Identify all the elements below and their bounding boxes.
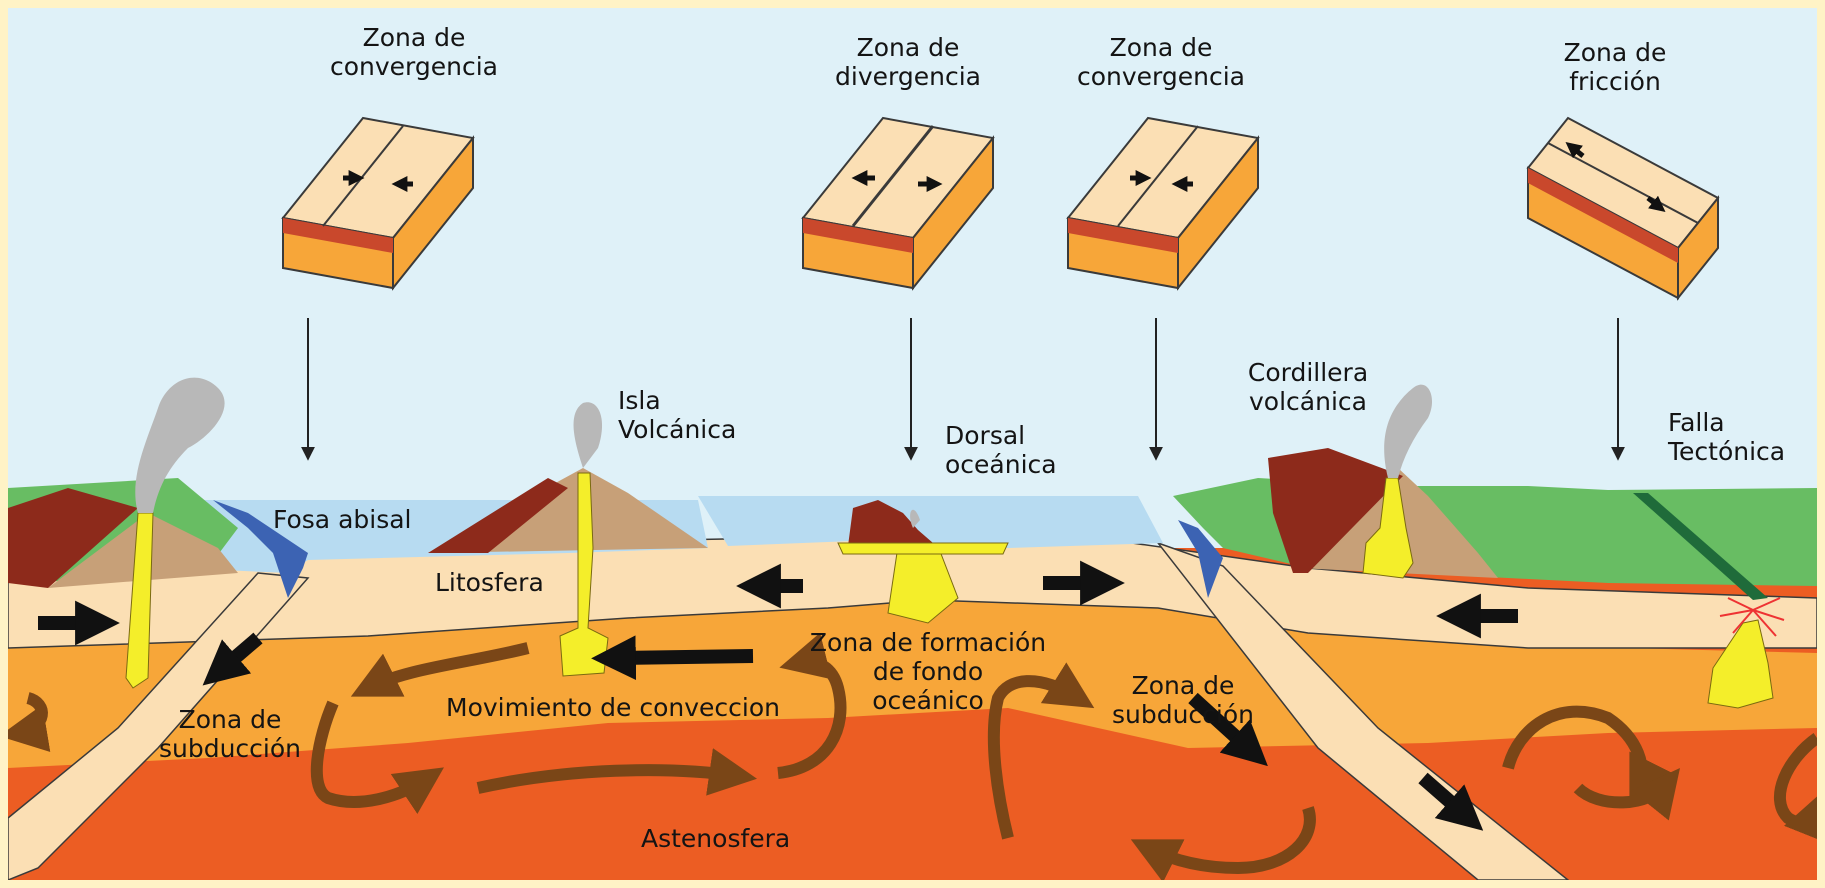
ridge-magma-sheet — [838, 543, 1008, 554]
block-title-1: Zona de convergencia — [330, 23, 498, 81]
label-falla-tectonica: Falla Tectónica — [1668, 408, 1785, 466]
ocean-center — [698, 496, 1163, 548]
label-cordillera-volcanica: Cordillera volcánica — [1248, 358, 1368, 416]
block-title-4: Zona de fricción — [1564, 38, 1667, 96]
label-movimiento-conveccion: Movimiento de conveccion — [446, 693, 780, 722]
label-dorsal-oceanica: Dorsal oceánica — [945, 421, 1057, 479]
label-subduccion-right: Zona de subducción — [1112, 671, 1254, 729]
label-formacion-fondo-oceanico: Zona de formación de fondo oceánico — [810, 628, 1046, 715]
block-title-2: Zona de divergencia — [835, 33, 981, 91]
label-isla-volcanica: Isla Volcánica — [618, 386, 736, 444]
block-title-3: Zona de convergencia — [1077, 33, 1245, 91]
label-astenosfera: Astenosfera — [641, 824, 790, 853]
label-subduccion-left: Zona de subducción — [159, 705, 301, 763]
label-fosa-abisal: Fosa abisal — [273, 505, 412, 534]
label-litosfera: Litosfera — [435, 568, 544, 597]
